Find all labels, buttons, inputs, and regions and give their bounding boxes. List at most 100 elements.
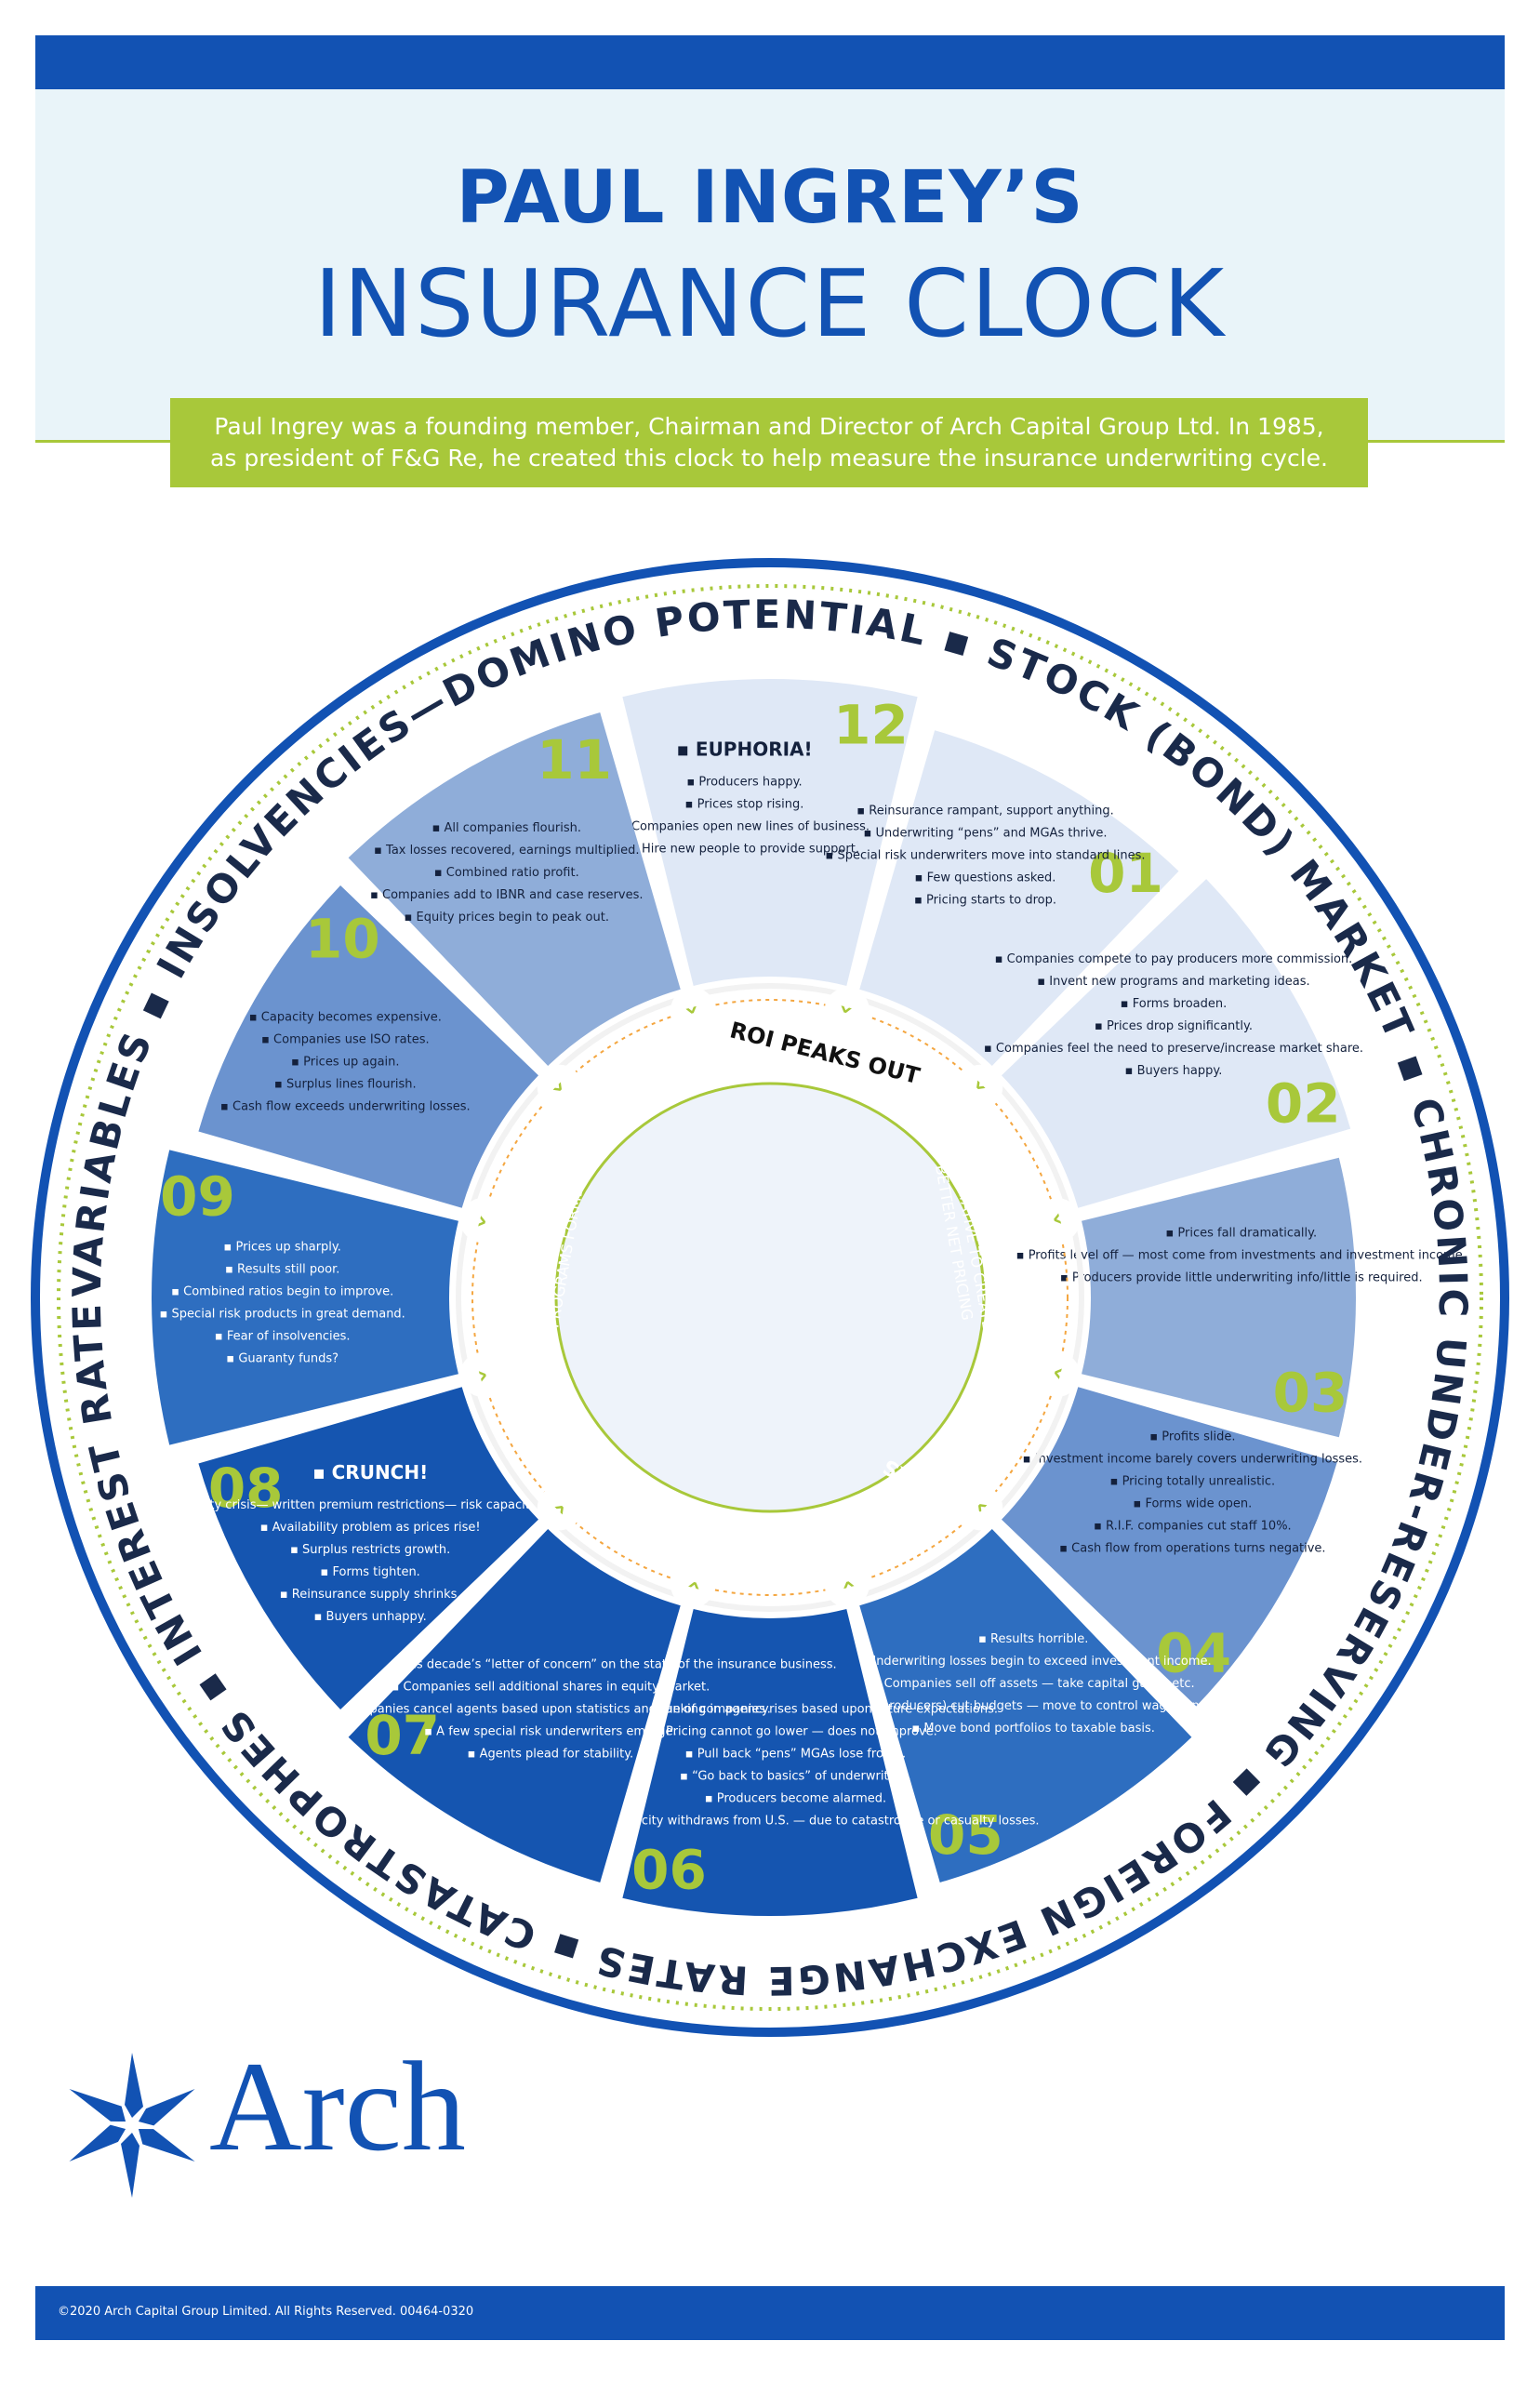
hour-item: ▪ Few questions asked. xyxy=(915,871,1056,885)
hour-number-11: 11 xyxy=(537,728,612,791)
sector-hour-04 xyxy=(1002,1387,1337,1707)
hour-item: ▪ Surplus restricts growth. xyxy=(290,1543,450,1557)
hour-item: ▪ Pricing starts to drop. xyxy=(914,894,1056,908)
hour-items-04: ▪ Profits slide.▪ Investment income bare… xyxy=(1023,1430,1362,1556)
hour-number-12: 12 xyxy=(833,693,909,756)
hour-item: ▪ Profits level off — most come from inv… xyxy=(1016,1248,1467,1262)
hour-items-11: ▪ All companies flourish. ▪ Tax losses re… xyxy=(370,821,643,924)
hour-item: ▪ Move bond portfolios to taxable basis. xyxy=(911,1722,1154,1736)
hour-item: ▪ All companies flourish. xyxy=(432,821,581,835)
sector-hour-02 xyxy=(1002,879,1351,1208)
hour-number-10: 10 xyxy=(305,907,380,970)
hour-items-05: ▪ Results horrible. ▪ Underwriting losses… xyxy=(767,1632,1300,1736)
hour-item: ▪ Forms broaden. xyxy=(1121,997,1227,1011)
hour-item: ▪ Cash flow exceeds underwriting losses. xyxy=(220,1099,471,1113)
hour-item: ▪ Producers happy. xyxy=(686,776,802,790)
top-banner-bar xyxy=(35,35,1505,89)
arch-star-icon xyxy=(69,2053,195,2198)
hour-item: ▪ Combined ratios begin to improve. xyxy=(171,1284,393,1298)
hour-item: ▪ Pricing cannot go lower — does not imp… xyxy=(654,1724,937,1738)
hour-item: ▪ Special risk products in great demand. xyxy=(160,1307,405,1321)
hour-item: ▪ A.M. Best Co. writes this decade’s “le… xyxy=(264,1657,836,1671)
header-panel xyxy=(35,89,1505,441)
arrow-marker-circle xyxy=(958,1064,1003,1110)
hour-number-04: 04 xyxy=(1156,1621,1231,1684)
hour-item: ▪ Producers become alarmed. xyxy=(705,1791,886,1805)
hour-item: ▪ Equity prices begin to peak out. xyxy=(405,911,609,924)
hour-item: ▪ Forms wide open. xyxy=(1134,1497,1253,1511)
hour-number-08: 08 xyxy=(208,1457,284,1520)
hour-item: ▪ Capacity becomes expensive. xyxy=(249,1010,442,1024)
hour-item: ▪ Results horrible. xyxy=(978,1632,1088,1646)
hour-item: ▪ Companies compete to pay producers mor… xyxy=(995,952,1353,966)
sector-hour-06 xyxy=(622,1609,918,1916)
hour-item: ▪ Reinsurance supply shrinks. xyxy=(280,1588,461,1602)
title-line-2: INSURANCE CLOCK xyxy=(313,249,1227,358)
hour-item: ▪ Pricing totally unrealistic. xyxy=(1110,1475,1276,1489)
subtitle-line-2: as president of F&G Re, he created this … xyxy=(210,445,1328,472)
arrow-marker-circle xyxy=(459,1198,505,1244)
hour-sectors: 12▪ EUPHORIA!▪ Producers happy.▪ Prices … xyxy=(152,679,1467,1916)
clock-center xyxy=(554,1082,986,1513)
hour-item: ▪ Companies sell off assets — take capit… xyxy=(872,1677,1195,1691)
hour-items-07: ▪ A.M. Best Co. writes this decade’s “le… xyxy=(264,1657,836,1761)
inner-dotted-ring xyxy=(471,999,1069,1596)
hour-items-02: ▪ Companies compete to pay producers mor… xyxy=(984,952,1363,1078)
hour-item: ▪ A few special risk underwriters emerge… xyxy=(424,1724,676,1738)
arrow-marker-circle xyxy=(1035,1351,1081,1397)
hour-item: ▪ Companies feel the need to preserve/in… xyxy=(984,1042,1363,1056)
hour-item: ▪ Reinsurance rampant, support anything. xyxy=(856,805,1113,818)
hour-item: ▪ Buyers unhappy. xyxy=(314,1610,427,1624)
sector-hour-01 xyxy=(859,730,1179,1066)
sector-hour-12 xyxy=(622,679,918,986)
inner-ring-band xyxy=(456,983,1084,1612)
sector-hour-07 xyxy=(348,1529,681,1882)
copyright-text: ©2020 Arch Capital Group Limited. All Ri… xyxy=(58,2305,474,2319)
hour-item: ▪ Equity value of companies rises based … xyxy=(593,1702,998,1716)
arrow-marker-circle xyxy=(670,1563,716,1608)
hour-number-02: 02 xyxy=(1266,1071,1341,1135)
hour-item: ▪ Special risk underwriters move into st… xyxy=(826,849,1146,863)
sector-hour-05 xyxy=(859,1529,1192,1882)
hour-item: ▪ Surplus lines flourish. xyxy=(274,1077,417,1091)
hour-number-09: 09 xyxy=(160,1164,235,1228)
arch-logo-text: Arch xyxy=(209,2035,466,2177)
hour-item: ▪ Companies sell additional shares in eq… xyxy=(392,1680,710,1694)
arrow-marker-circle xyxy=(958,1485,1003,1531)
hour-item: ▪ Prices stop rising. xyxy=(685,798,804,812)
hour-item: ▪ Agents plead for stability. xyxy=(468,1747,634,1761)
arrow-marker-circle xyxy=(537,1485,582,1531)
hour-number-05: 05 xyxy=(928,1803,1003,1867)
arrow-marker-circle xyxy=(824,987,870,1032)
sector-hour-10 xyxy=(198,885,538,1208)
hour-number-03: 03 xyxy=(1273,1361,1348,1424)
hour-number-06: 06 xyxy=(631,1839,707,1902)
arrow-markers: ›››››››››››› xyxy=(459,987,1081,1608)
hour-item: ▪ Profits slide. xyxy=(1149,1430,1235,1444)
hour-number-07: 07 xyxy=(365,1704,440,1767)
hour-item: ▪ Prices up sharply. xyxy=(224,1240,341,1254)
hour-item: ▪ Underwriting losses begin to exceed in… xyxy=(856,1655,1212,1669)
hour-item: ▪ Capacity crisis— written premium restr… xyxy=(156,1498,584,1512)
hour-item: ▪ Pull back “pens” MGAs lose fronts. xyxy=(685,1747,906,1761)
hour-number-01: 01 xyxy=(1088,842,1163,905)
hour-item: ▪ Tax losses recovered, earnings multipl… xyxy=(374,844,639,858)
hour-item: ▪ Forms tighten. xyxy=(321,1565,420,1579)
hour-item: ▪ Invent new programs and marketing idea… xyxy=(1037,975,1309,989)
arrow-marker-circle xyxy=(670,987,716,1032)
clock-dotted-ring xyxy=(57,584,1483,2011)
hour-item: ▪ Prices up again. xyxy=(291,1055,399,1069)
hour-items-01: ▪ Reinsurance rampant, support anything.… xyxy=(826,805,1146,908)
title-line-1: PAUL INGREY’S xyxy=(456,156,1084,240)
hour-item: ▪ Foreign capacity withdraws from U.S. —… xyxy=(551,1814,1039,1828)
hour-item: ▪ Prices fall dramatically. xyxy=(1165,1226,1317,1240)
hour-item: ▪ Companies open new lines of business. xyxy=(619,820,870,834)
bottom-banner-bar xyxy=(35,2286,1505,2340)
hour-item: ▪ Prices drop significantly. xyxy=(1095,1019,1253,1033)
hour-items-09: ▪ Prices up sharply.▪ Results still poor… xyxy=(160,1240,405,1365)
sector-hour-03 xyxy=(1082,1157,1356,1438)
subtitle-line-1: Paul Ingrey was a founding member, Chair… xyxy=(214,413,1324,440)
hour-items-12: ▪ EUPHORIA!▪ Producers happy.▪ Prices st… xyxy=(619,738,870,857)
hour-item: ▪ Companies use ISO rates. xyxy=(261,1032,430,1046)
